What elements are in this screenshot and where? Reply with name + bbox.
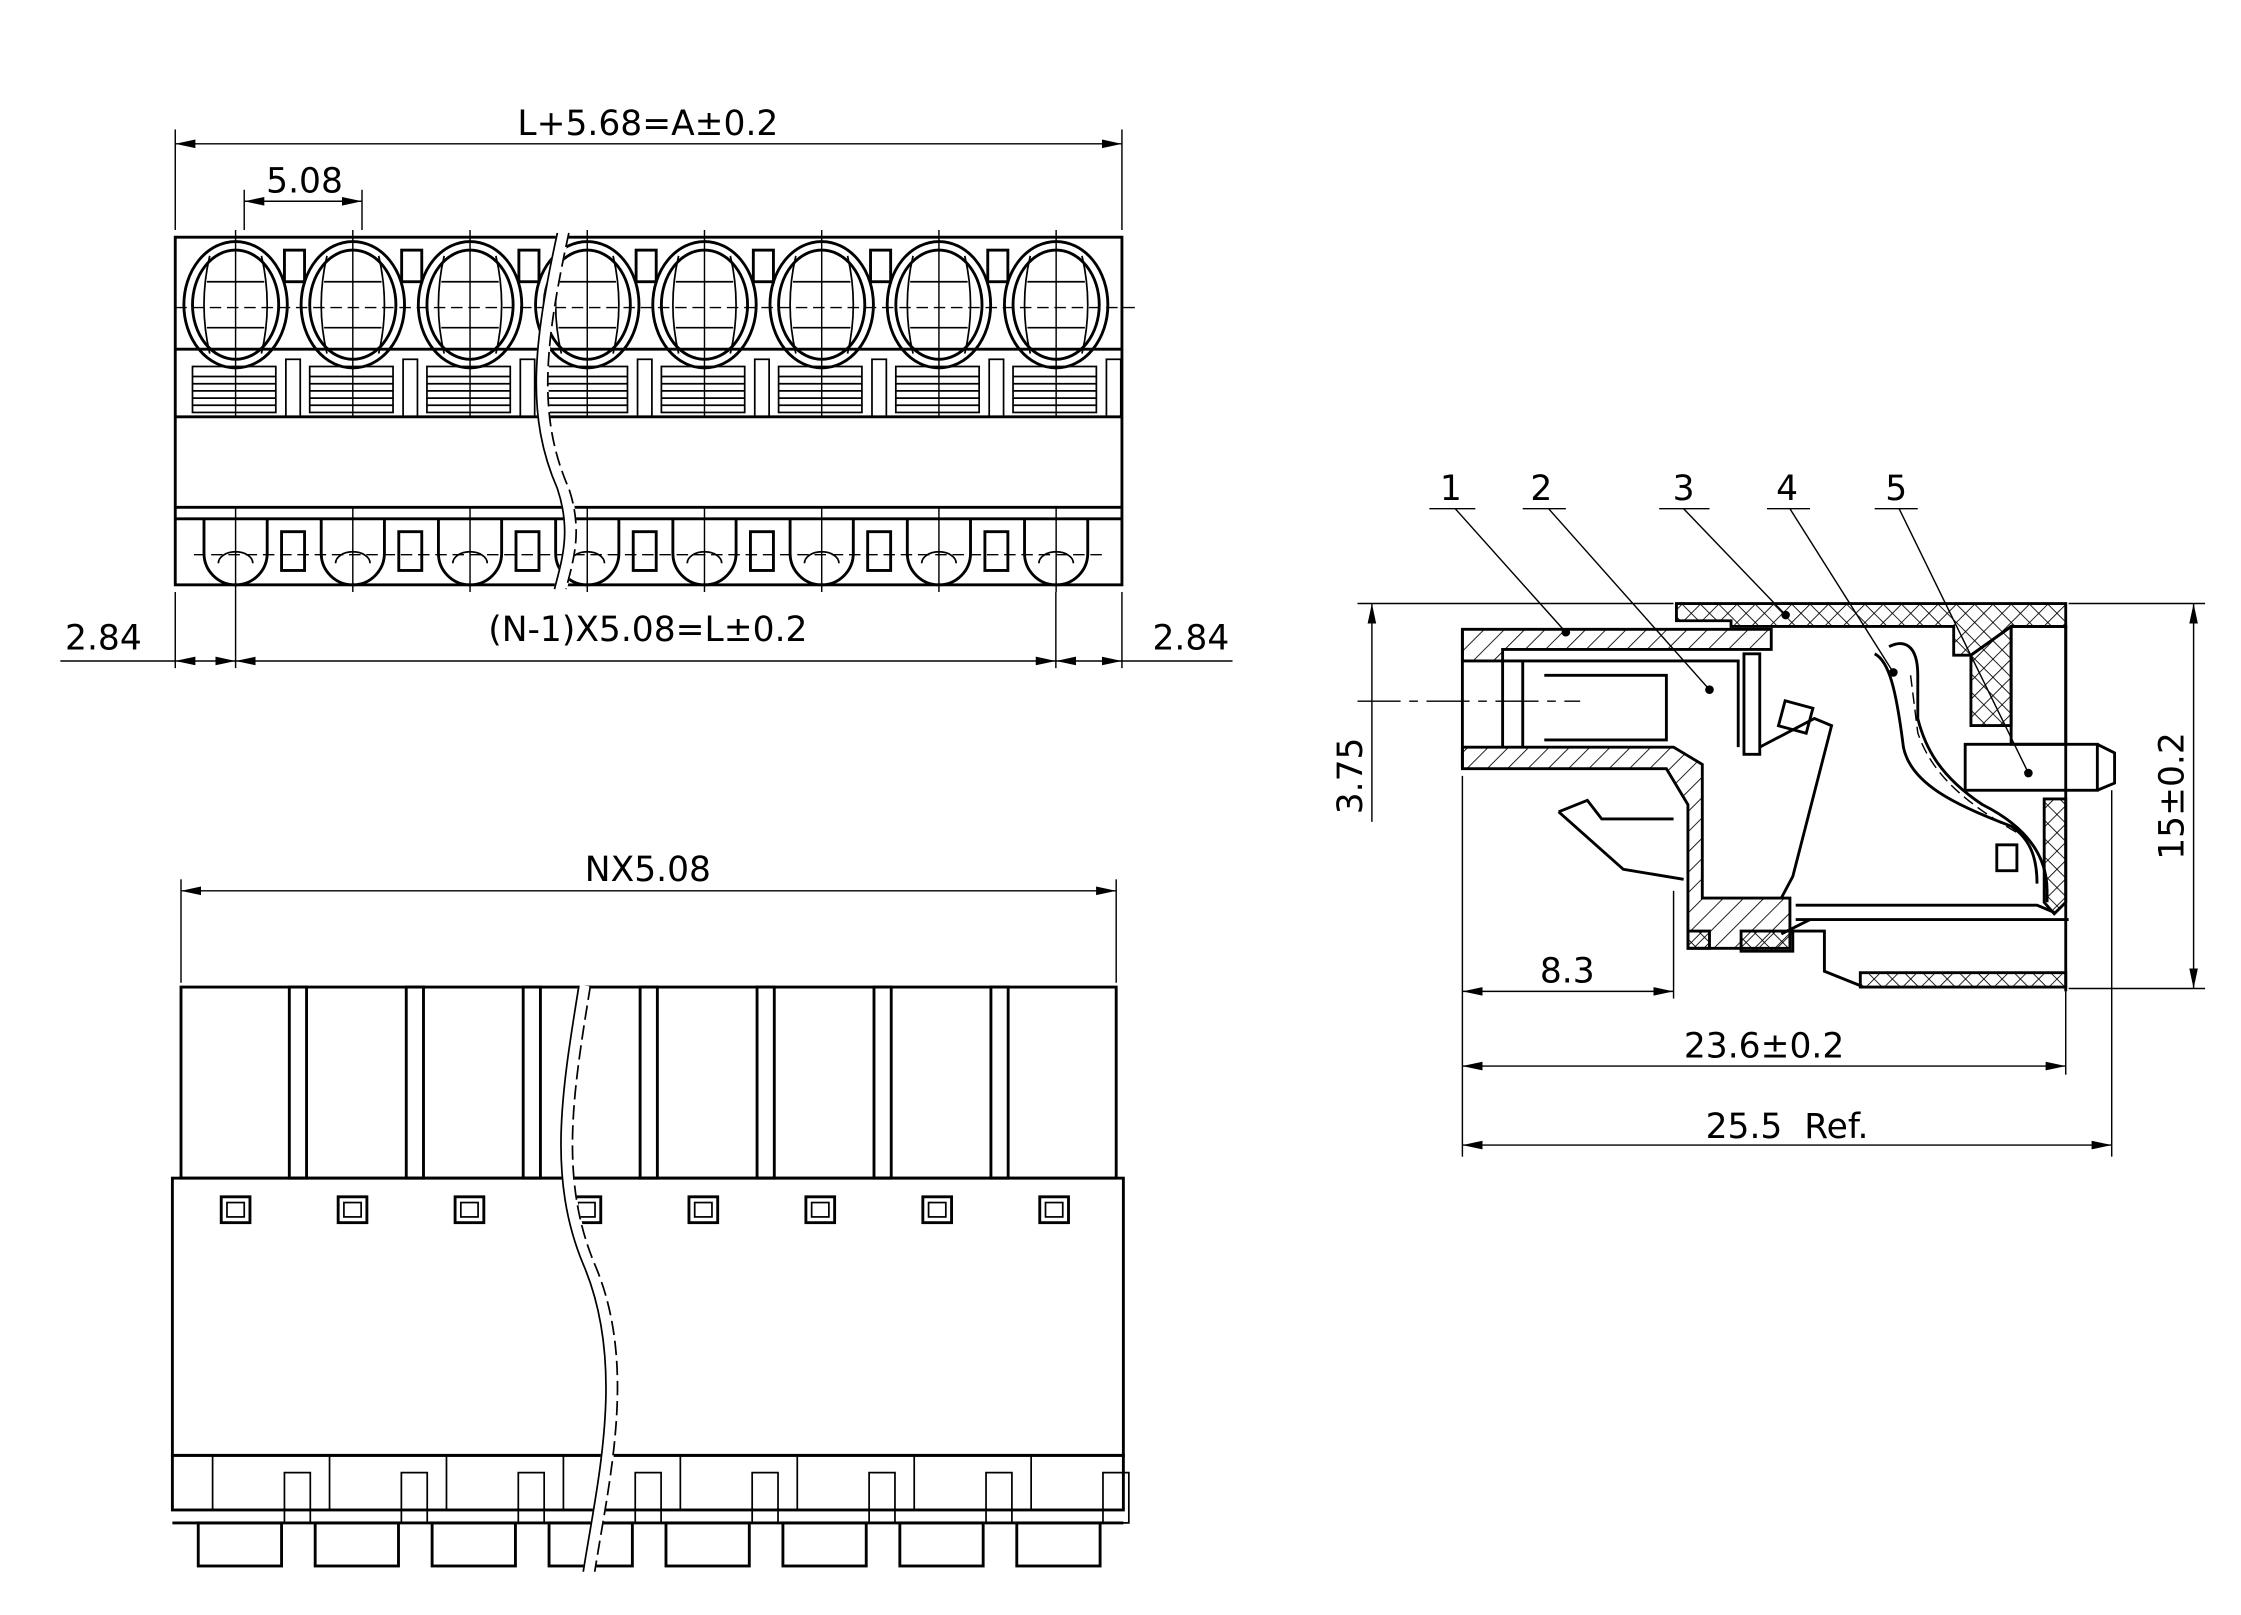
top-view-pins <box>182 230 1122 593</box>
callout-3: 3 <box>1673 469 1695 509</box>
right-margin-dim: 2.84 <box>1153 618 1230 658</box>
wire-entry-6 <box>768 230 893 593</box>
left-margin-dim: 2.84 <box>65 618 142 658</box>
pin-slot-2 <box>287 985 429 1568</box>
wire-entry-2 <box>299 230 424 593</box>
pin-slot-8 <box>989 985 1130 1568</box>
wire-entry-7 <box>885 230 1010 593</box>
wire-entry-5 <box>651 230 775 593</box>
bottom-view-pins <box>196 985 1130 1568</box>
wire-entry-1 <box>182 230 306 593</box>
top-view: L+5.68=A±0.2 5.08 2.84 (N-1)X5.08=L±0.2 … <box>60 104 1233 669</box>
pin-slot-6 <box>755 985 896 1568</box>
reference-length-dim: 25.5 Ref. <box>1706 1107 1869 1147</box>
pin-slot-7 <box>872 985 1013 1568</box>
pin-slot-5 <box>638 985 779 1568</box>
callout-2: 2 <box>1530 469 1552 509</box>
break-line <box>535 231 577 591</box>
wire-entry-8 <box>1002 230 1122 593</box>
pin-slot-3 <box>404 985 546 1568</box>
pitch-dim: 5.08 <box>266 162 343 202</box>
pin-span-dim: (N-1)X5.08=L±0.2 <box>488 610 807 650</box>
wire-entry-3 <box>416 230 541 593</box>
depth-dim: 8.3 <box>1540 952 1595 992</box>
callout-4: 4 <box>1776 469 1798 509</box>
overall-width-dim: L+5.68=A±0.2 <box>517 104 778 144</box>
length-dim: 23.6±0.2 <box>1684 1026 1844 1066</box>
bottom-view: NX5.08 <box>170 850 1130 1573</box>
callout-leaders <box>1429 507 2033 778</box>
height-dim: 15±0.2 <box>2153 732 2193 860</box>
side-section-view: 1 2 3 4 5 15±0.2 3.75 8.3 23.6±0.2 25.5 … <box>1331 469 2206 1157</box>
callout-5: 5 <box>1885 469 1907 509</box>
callout-1: 1 <box>1440 469 1462 509</box>
overall-pitch-dim: NX5.08 <box>585 850 711 890</box>
offset-dim: 3.75 <box>1331 738 1371 815</box>
pin-slot-1 <box>196 1195 312 1568</box>
